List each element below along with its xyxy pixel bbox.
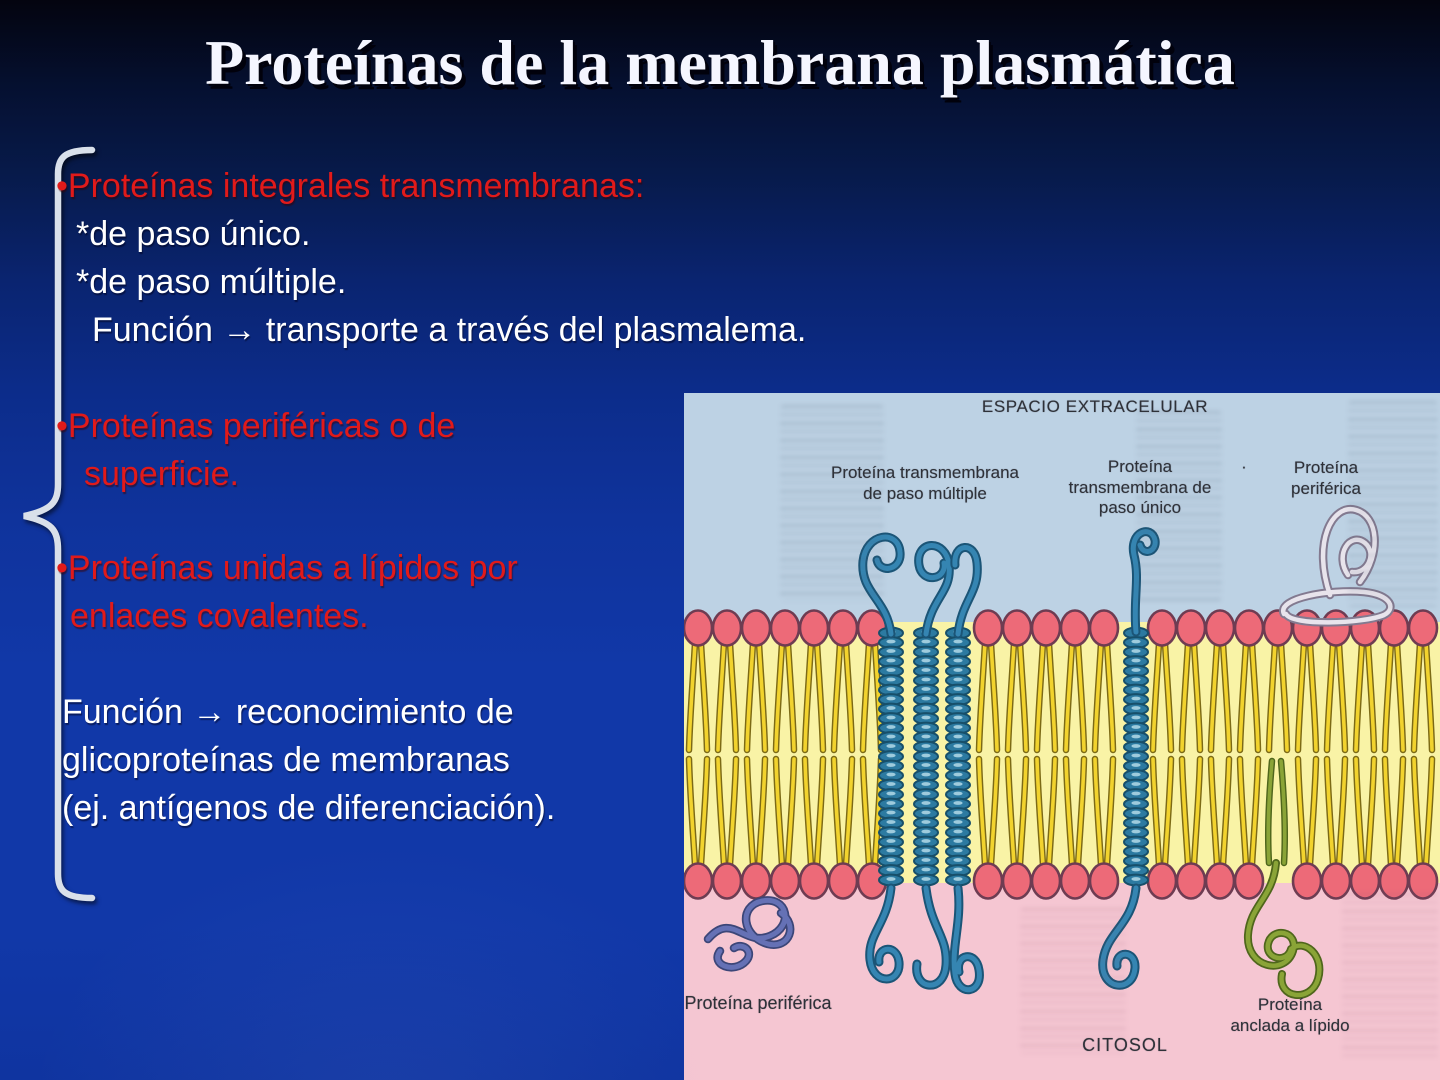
text-line: (ej. antígenos de diferenciación). xyxy=(62,789,556,827)
text-line: •Proteínas periféricas o de xyxy=(56,407,456,445)
membrane-figure: ESPACIO EXTRACELULAR Proteína transmembr… xyxy=(684,393,1440,1080)
scan-text-smudge xyxy=(1020,908,1126,1054)
label-proteina-periferica-inferior: Proteína periférica xyxy=(684,993,832,1013)
text-line: superficie. xyxy=(84,455,239,493)
scan-text-smudge xyxy=(780,405,884,601)
dot-marker: · xyxy=(1241,457,1247,476)
text-line: *de paso múltiple. xyxy=(76,263,347,301)
text-line: •Proteínas integrales transmembranas: xyxy=(56,167,645,205)
label-proteina-anclada-lipido: Proteína anclada a lípido xyxy=(1230,995,1350,1035)
membrane-diagram-svg xyxy=(684,393,1440,1080)
text-line: glicoproteínas de membranas xyxy=(62,741,510,779)
scan-text-smudge xyxy=(1342,893,1438,1061)
text-line: enlaces covalentes. xyxy=(70,597,369,635)
bullet-list: •Proteínas integrales transmembranas: *de… xyxy=(56,162,976,832)
label-proteina-transmembrana-multiple: Proteína transmembrana de paso múltiple xyxy=(830,463,1020,503)
text-line: Función → transporte a través del plasma… xyxy=(92,311,807,349)
text-line: •Proteínas unidas a lípidos por xyxy=(56,549,518,587)
label-proteina-transmembrana-unico: Proteína transmembrana de paso único xyxy=(1068,457,1212,518)
label-espacio-extracelular: ESPACIO EXTRACELULAR xyxy=(981,397,1209,416)
curly-brace-graphic xyxy=(23,146,96,902)
text-line: Función → reconocimiento de xyxy=(62,693,514,731)
page-title: Proteínas de la membrana plasmática xyxy=(205,27,1235,98)
text-line: *de paso único. xyxy=(76,215,311,253)
scan-text-smudge xyxy=(1136,411,1222,601)
label-citosol: CITOSOL xyxy=(1082,1035,1168,1055)
label-proteina-periferica-superior: Proteína periférica xyxy=(1291,458,1361,498)
scan-text-smudge xyxy=(1348,401,1438,607)
